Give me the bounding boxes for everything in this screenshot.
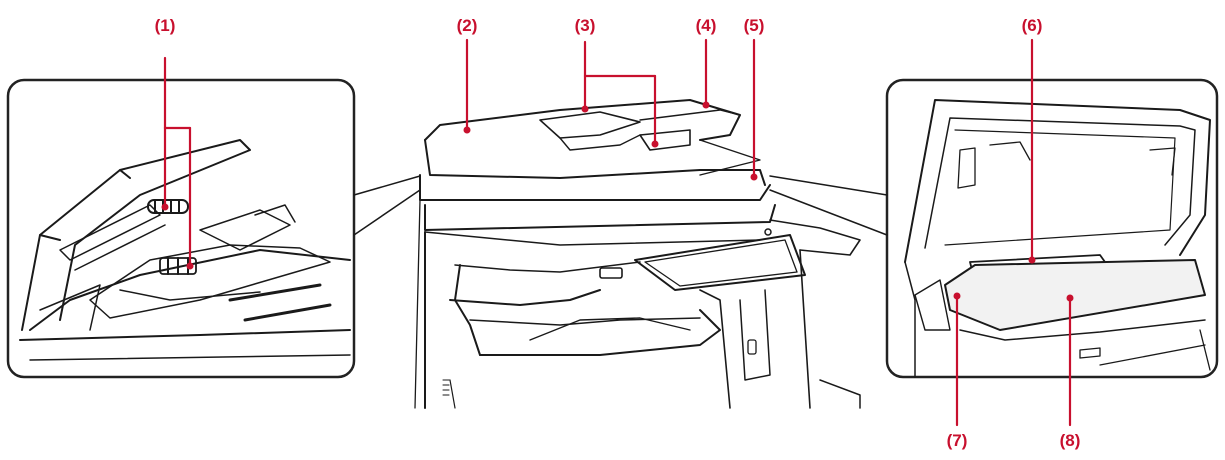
left-inset-feeder-open xyxy=(6,78,421,379)
callout-label-7: (7) xyxy=(946,431,968,450)
callout-label-6: (6) xyxy=(1021,16,1043,35)
callout-label-2: (2) xyxy=(456,16,478,35)
document-glass xyxy=(944,259,1206,331)
separation-pad xyxy=(159,257,197,275)
callout-label-4: (4) xyxy=(695,16,717,35)
feed-roller xyxy=(147,199,189,214)
callout-label-3: (3) xyxy=(574,16,596,35)
callout-1-leader xyxy=(163,56,192,266)
callout-3-leader xyxy=(583,40,657,144)
multifunction-printer xyxy=(414,99,861,409)
callout-label-1: (1) xyxy=(154,16,176,35)
callout-label-5: (5) xyxy=(743,16,765,35)
callout-label-8: (8) xyxy=(1059,431,1081,450)
operation-panel xyxy=(634,228,806,291)
right-inset-document-glass xyxy=(769,78,1219,379)
